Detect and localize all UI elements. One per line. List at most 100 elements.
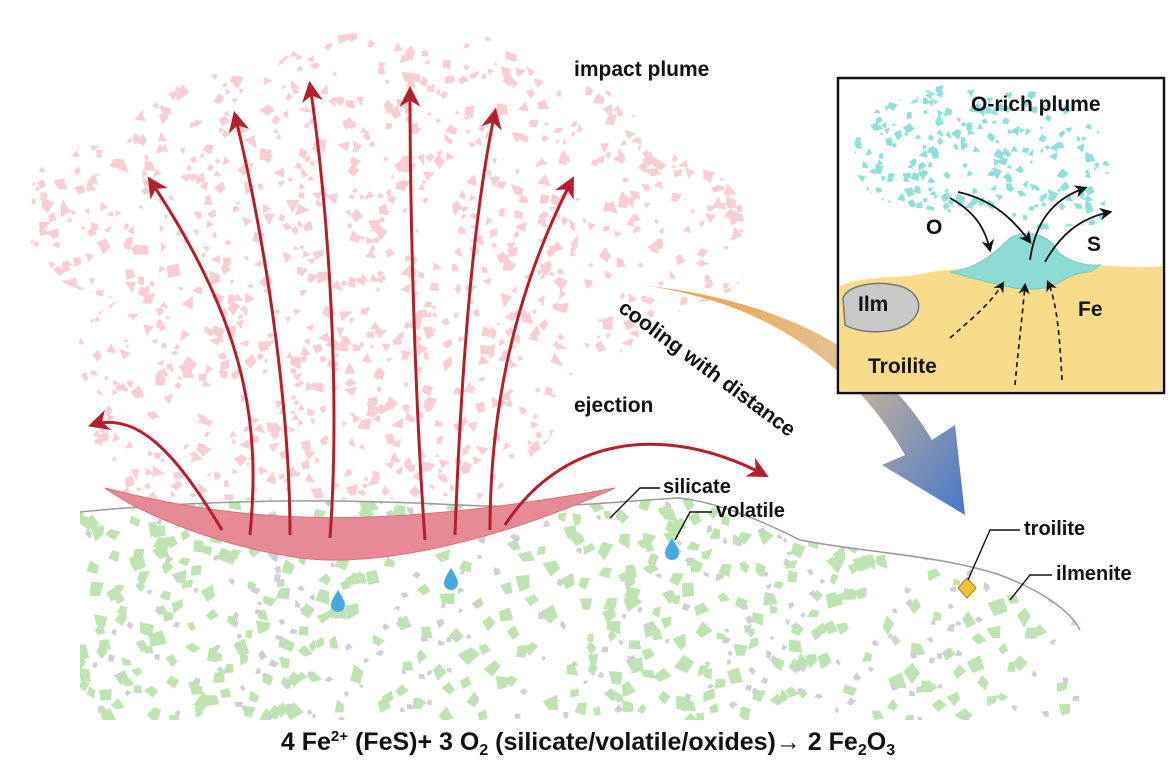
plume-fragment	[298, 106, 305, 111]
plume-fragment	[294, 24, 307, 33]
soil-grey-grain	[273, 565, 282, 575]
plume-fragment	[695, 96, 710, 110]
plume-fragment	[229, 75, 244, 89]
plume-fragment	[331, 279, 343, 292]
plume-fragment	[49, 488, 65, 500]
soil-grey-grain	[297, 585, 305, 592]
inset-plume-fragment	[1023, 101, 1030, 109]
soil-grey-grain	[236, 633, 243, 640]
plume-fragment	[505, 253, 510, 258]
plume-fragment	[437, 474, 446, 484]
plume-fragment	[626, 216, 635, 228]
inset-plume-fragment	[925, 91, 932, 100]
soil-grey-grain	[796, 688, 803, 694]
soil-grey-grain	[552, 695, 558, 700]
leader-lines	[609, 487, 1052, 601]
plume-fragment	[104, 404, 113, 417]
inset-plume-fragment	[991, 166, 997, 171]
plume-fragment	[342, 117, 354, 131]
soil-grain	[281, 559, 295, 575]
plume-fragment	[705, 43, 713, 48]
soil-grain	[805, 653, 818, 669]
plume-fragment	[615, 153, 627, 165]
plume-fragment	[454, 247, 463, 258]
plume-fragment	[121, 487, 130, 495]
plume-fragment	[441, 90, 449, 97]
soil-grey-grain	[760, 676, 769, 685]
plume-fragment	[480, 344, 493, 355]
soil-grey-grain	[762, 571, 769, 578]
plume-fragment	[637, 144, 646, 150]
plume-fragment	[514, 209, 523, 219]
plume-fragment	[124, 339, 130, 343]
inset-plume-fragment	[1028, 205, 1035, 211]
plume-fragment	[56, 73, 66, 83]
inset-plume-fragment	[977, 123, 984, 130]
plume-fragment	[220, 359, 230, 372]
plume-fragment	[416, 19, 425, 28]
soil-grain	[163, 611, 174, 622]
soil-grain	[892, 538, 908, 553]
plume-fragment	[290, 356, 302, 370]
impact-plume-fragments	[31, 19, 750, 500]
plume-fragment	[414, 25, 419, 30]
plume-fragment	[367, 475, 379, 487]
plume-fragment	[106, 343, 117, 355]
soil-grain	[148, 630, 167, 647]
soil-grain	[808, 511, 824, 525]
soil-grey-grain	[118, 673, 124, 679]
plume-fragment	[130, 243, 144, 255]
soil-grain	[714, 679, 726, 689]
soil-grey-grain	[307, 671, 313, 678]
soil-grey-grain	[519, 688, 528, 696]
plume-fragment	[287, 176, 293, 182]
plume-fragment	[133, 52, 141, 60]
soil-grey-grain	[216, 666, 224, 673]
plume-fragment	[747, 51, 750, 55]
plume-fragment	[537, 460, 549, 469]
soil-grain	[660, 616, 672, 629]
inset-plume-fragment	[927, 187, 935, 193]
plume-fragment	[238, 339, 250, 347]
plume-fragment	[387, 357, 394, 363]
soil-grain	[212, 669, 225, 684]
soil-grey-grain	[614, 704, 624, 713]
soil-grey-grain	[703, 571, 710, 578]
plume-fragment	[369, 343, 375, 349]
inset-plume-fragment	[865, 147, 873, 156]
plume-fragment	[339, 311, 353, 322]
soil-grain	[578, 577, 590, 590]
plume-fragment	[549, 206, 557, 212]
soil-grain	[86, 560, 99, 575]
plume-fragment	[614, 448, 629, 462]
plume-fragment	[730, 97, 737, 104]
inset-plume-fragment	[921, 169, 930, 179]
soil-grain	[707, 506, 720, 519]
plume-fragment	[517, 355, 523, 362]
soil-grey-grain	[358, 684, 365, 689]
soil-grey-grain	[85, 528, 93, 539]
plume-fragment	[395, 331, 405, 339]
equation-arrow: →	[775, 728, 801, 756]
inset-plume-fragment	[903, 187, 915, 198]
plume-fragment	[702, 434, 714, 447]
plume-fragment	[219, 370, 228, 379]
plume-fragment	[631, 106, 643, 119]
plume-fragment	[49, 460, 61, 470]
soil-grey-grain	[727, 650, 733, 657]
plume-fragment	[441, 338, 453, 350]
plume-fragment	[106, 210, 114, 217]
plume-fragment	[570, 248, 576, 257]
plume-fragment	[70, 137, 80, 147]
plume-fragment	[36, 75, 45, 85]
plume-fragment	[620, 96, 625, 101]
plume-fragment	[555, 342, 568, 350]
inset-plume-fragment	[1082, 136, 1088, 142]
plume-fragment	[41, 458, 46, 464]
soil-grey-grain	[910, 651, 917, 659]
soil-grain	[919, 680, 937, 693]
soil-grain	[898, 498, 918, 502]
soil-grey-grain	[393, 605, 401, 611]
plume-fragment	[361, 352, 373, 364]
plume-fragment	[183, 444, 190, 451]
